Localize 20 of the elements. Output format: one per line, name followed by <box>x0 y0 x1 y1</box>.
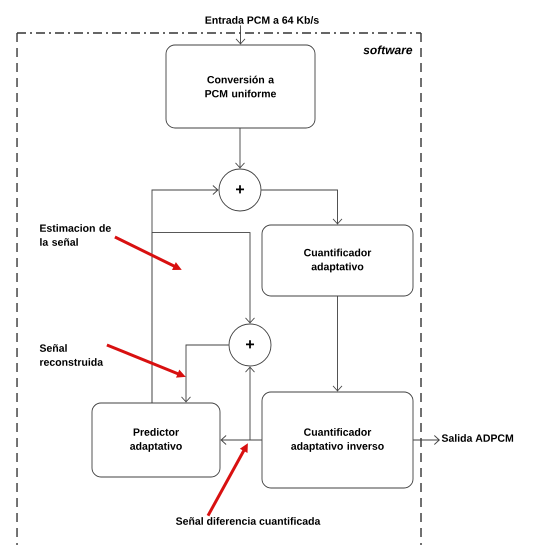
signal-label: Señal diferencia cuantificada <box>176 517 320 525</box>
arrow <box>181 344 229 403</box>
process-box: Cuantificador adaptativo <box>262 224 414 296</box>
signal-label: Entrada PCM a 64 Kb/s <box>206 16 319 24</box>
process-box: Cuantificador adaptativo inverso <box>262 392 414 488</box>
arrow <box>245 366 262 440</box>
annotation-text: Estimacion de la señal <box>40 224 111 246</box>
annotation-text: Salida ADPCM <box>442 434 514 442</box>
process-box: Predictor adaptativo <box>92 402 220 478</box>
arrow <box>332 296 342 392</box>
arrow <box>236 24 246 45</box>
annotation-text: Señal reconstruida <box>40 344 104 366</box>
process-box: Conversión a PCM uniforme <box>166 44 316 128</box>
summing-junction: + <box>218 168 262 212</box>
arrow <box>413 435 440 445</box>
arrow <box>152 232 255 403</box>
summing-junction: + <box>228 324 272 366</box>
region-label: software <box>363 45 412 54</box>
arrow <box>261 190 342 225</box>
arrow <box>235 128 245 169</box>
